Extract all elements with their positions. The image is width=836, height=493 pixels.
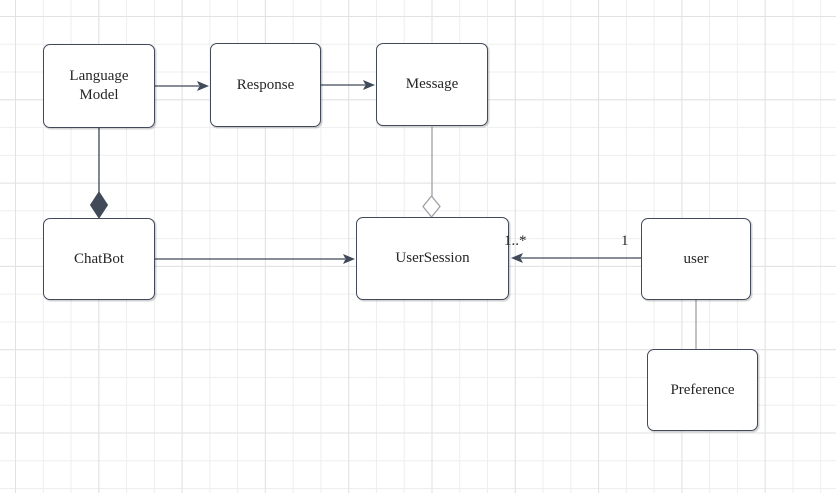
node-response-label: Response: [236, 76, 295, 93]
composition-diamond-icon: [89, 191, 109, 219]
node-message[interactable]: Message: [376, 43, 488, 126]
aggregation-diamond-icon: [422, 194, 441, 219]
node-preference[interactable]: Preference: [647, 349, 758, 431]
edge-response-to-message[interactable]: [321, 80, 375, 90]
node-user-session[interactable]: UserSession: [356, 217, 509, 300]
edge-chatbot-to-user-session[interactable]: [155, 254, 355, 264]
edge-language-model-to-response[interactable]: [155, 81, 209, 91]
node-language-model[interactable]: Language Model: [43, 44, 155, 128]
edge-language-model-to-chatbot[interactable]: [89, 128, 109, 219]
multiplicity-label-user-session[interactable]: 1..*: [504, 233, 527, 249]
multiplicity-label-user[interactable]: 1: [621, 233, 629, 249]
arrowhead-icon: [197, 81, 209, 91]
node-chatbot-label: ChatBot: [73, 250, 124, 267]
node-user-label: user: [683, 250, 709, 267]
arrowhead-icon: [363, 80, 375, 90]
edge-message-to-user-session[interactable]: [422, 127, 441, 219]
node-chatbot[interactable]: ChatBot: [43, 218, 155, 300]
node-user[interactable]: user: [641, 218, 751, 300]
node-preference-label: Preference: [670, 381, 735, 398]
node-message-label: Message: [405, 76, 459, 92]
arrowhead-icon: [511, 253, 523, 263]
edge-user-to-user-session[interactable]: [511, 253, 641, 263]
node-language-model-label: Language Model: [69, 68, 129, 103]
node-response[interactable]: Response: [210, 43, 321, 127]
node-user-session-label: UserSession: [395, 250, 470, 266]
arrowhead-icon: [343, 254, 355, 264]
